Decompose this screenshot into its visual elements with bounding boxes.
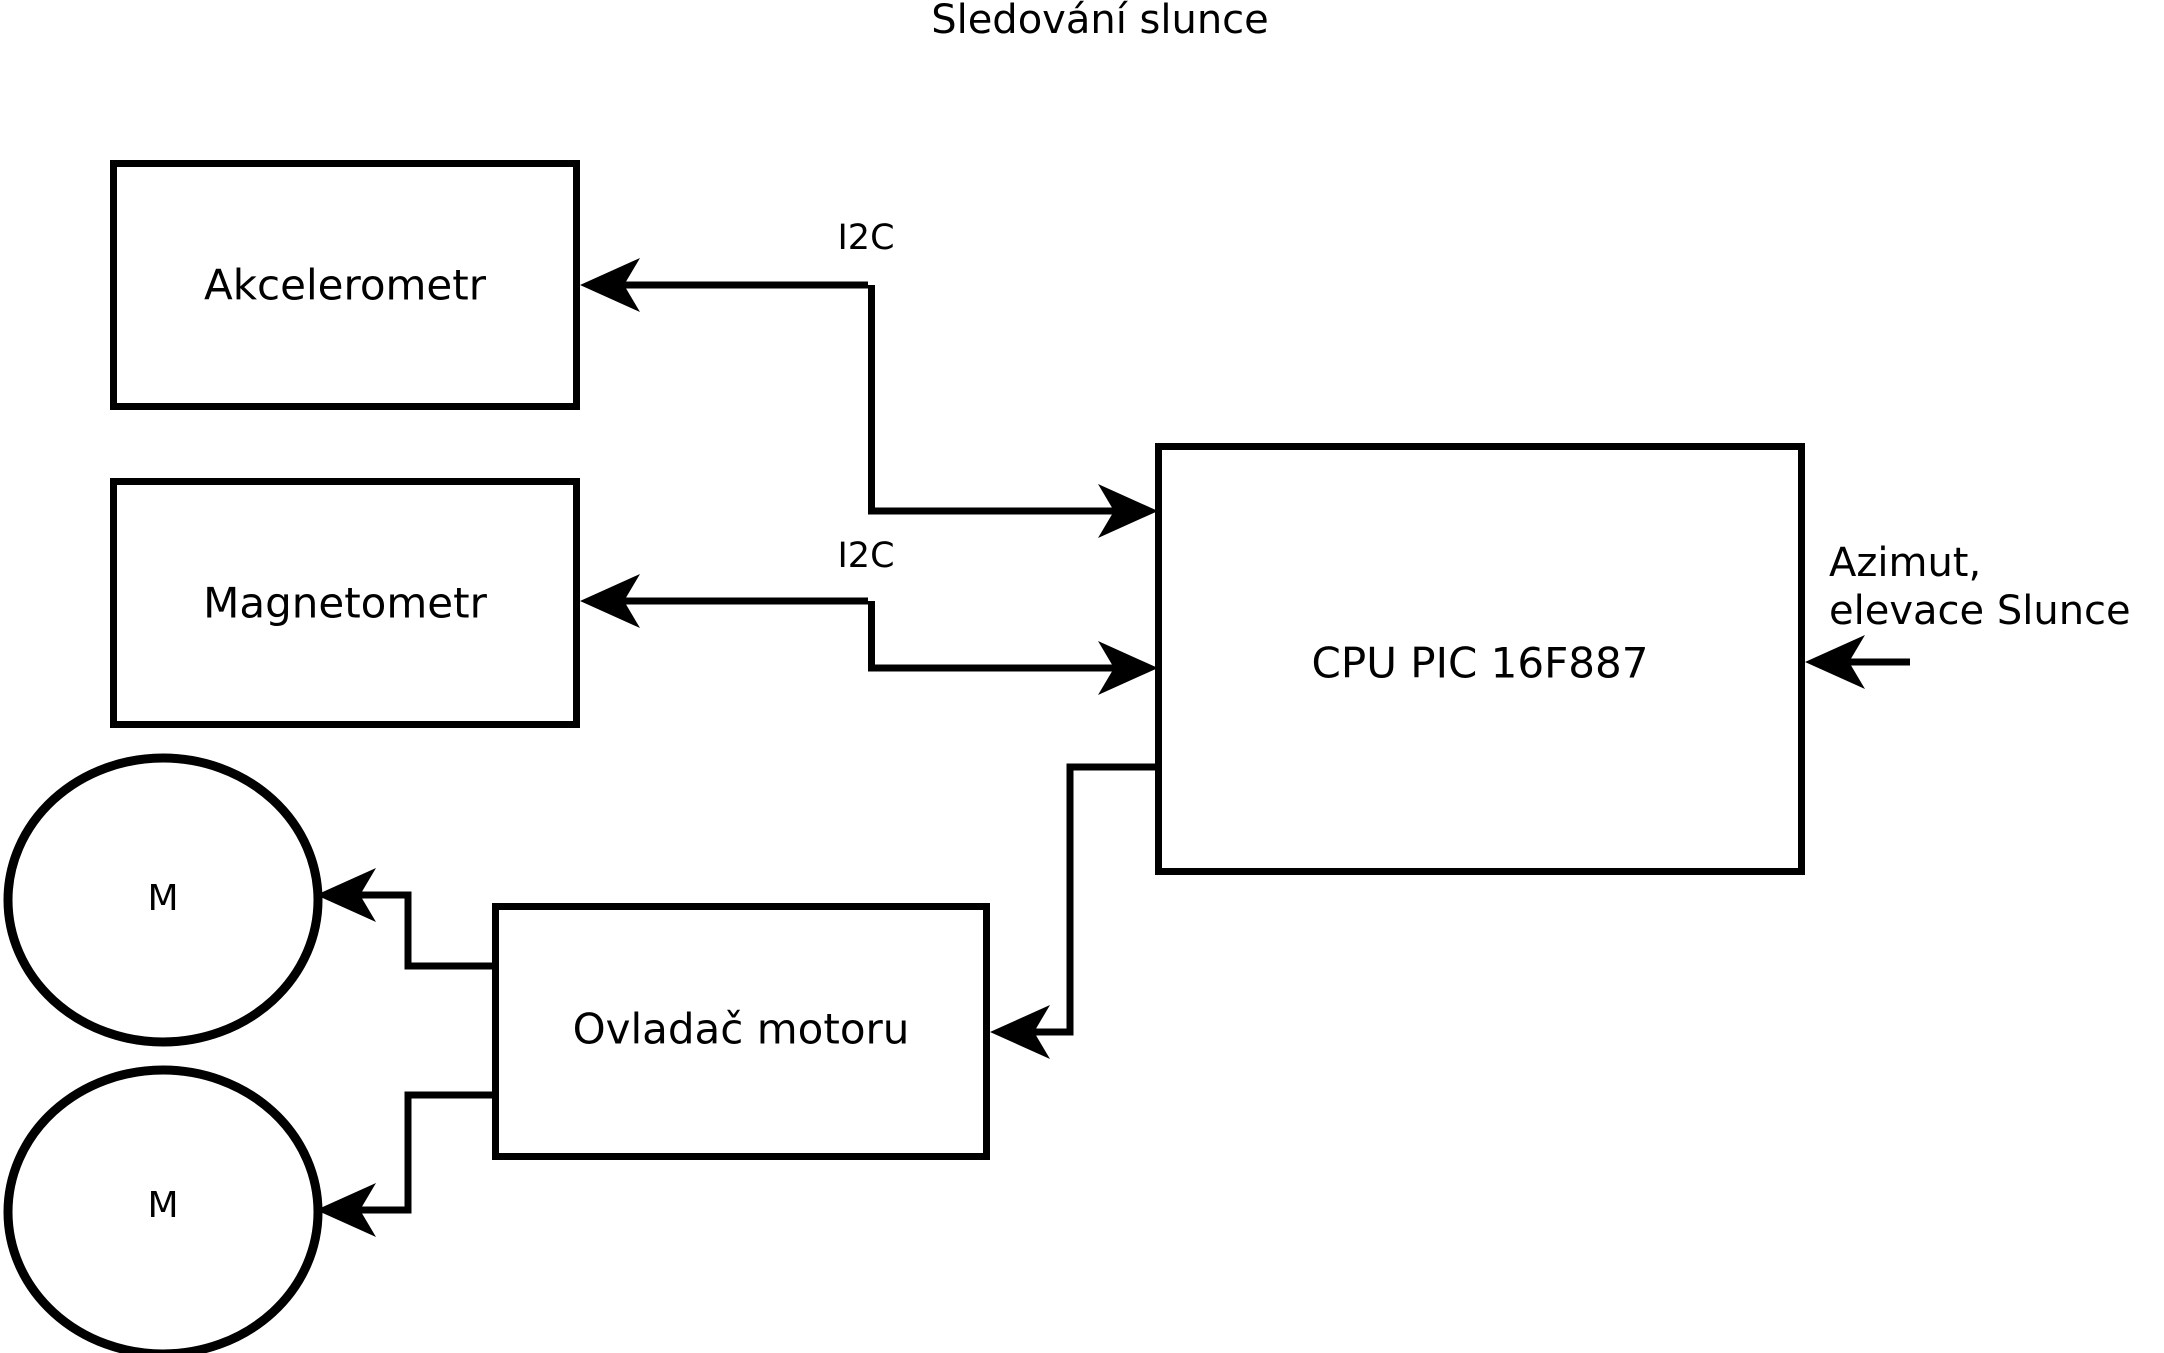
node-cpu-box[interactable] [1155,443,1805,875]
edge-cpu-magnetometer-arrowhead-right [1098,641,1158,695]
node-accelerometer-box[interactable] [110,160,580,410]
node-motor-driver-box[interactable] [492,903,990,1160]
edge-label-i2c-magnetometer: I2C [837,536,894,576]
node-accelerometer-label: Akcelerometr [204,261,487,310]
node-motor-driver-label: Ovladač motoru [573,1005,910,1054]
edge-cpu-accelerometer-arrowhead-right [1098,484,1158,538]
diagram-title: Sledování slunce [931,0,1269,43]
edge-label-sun-input-line1: Azimut, [1829,540,1981,586]
edge-sun-input-arrowhead [1805,635,1865,689]
node-cpu-label: CPU PIC 16F887 [1312,639,1649,688]
edge-motor-driver-to-motor-bottom [348,1091,495,1214]
edge-cpu-to-motor-driver-arrowhead [990,1005,1050,1059]
edge-label-sun-input-line2: elevace Slunce [1829,588,2131,634]
edge-motor-driver-to-motor-bottom-arrowhead [316,1183,376,1237]
edge-label-i2c-accelerometer: I2C [837,218,894,258]
node-motor-bottom-label: M [147,1185,178,1226]
node-magnetometer-box[interactable] [110,478,580,728]
node-motor-top-label: M [147,878,178,919]
edge-cpu-magnetometer-arrowhead-left [580,574,640,628]
node-motor-bottom-circle[interactable] [3,1065,323,1353]
edge-motor-driver-to-motor-top [348,891,495,970]
edge-motor-driver-to-motor-top-arrowhead [316,868,376,922]
edge-cpu-to-motor-driver [1022,763,1158,1036]
node-motor-top-circle[interactable] [3,753,323,1047]
node-magnetometer-label: Magnetometr [203,579,487,628]
edge-cpu-accelerometer-arrowhead-left [580,258,640,312]
